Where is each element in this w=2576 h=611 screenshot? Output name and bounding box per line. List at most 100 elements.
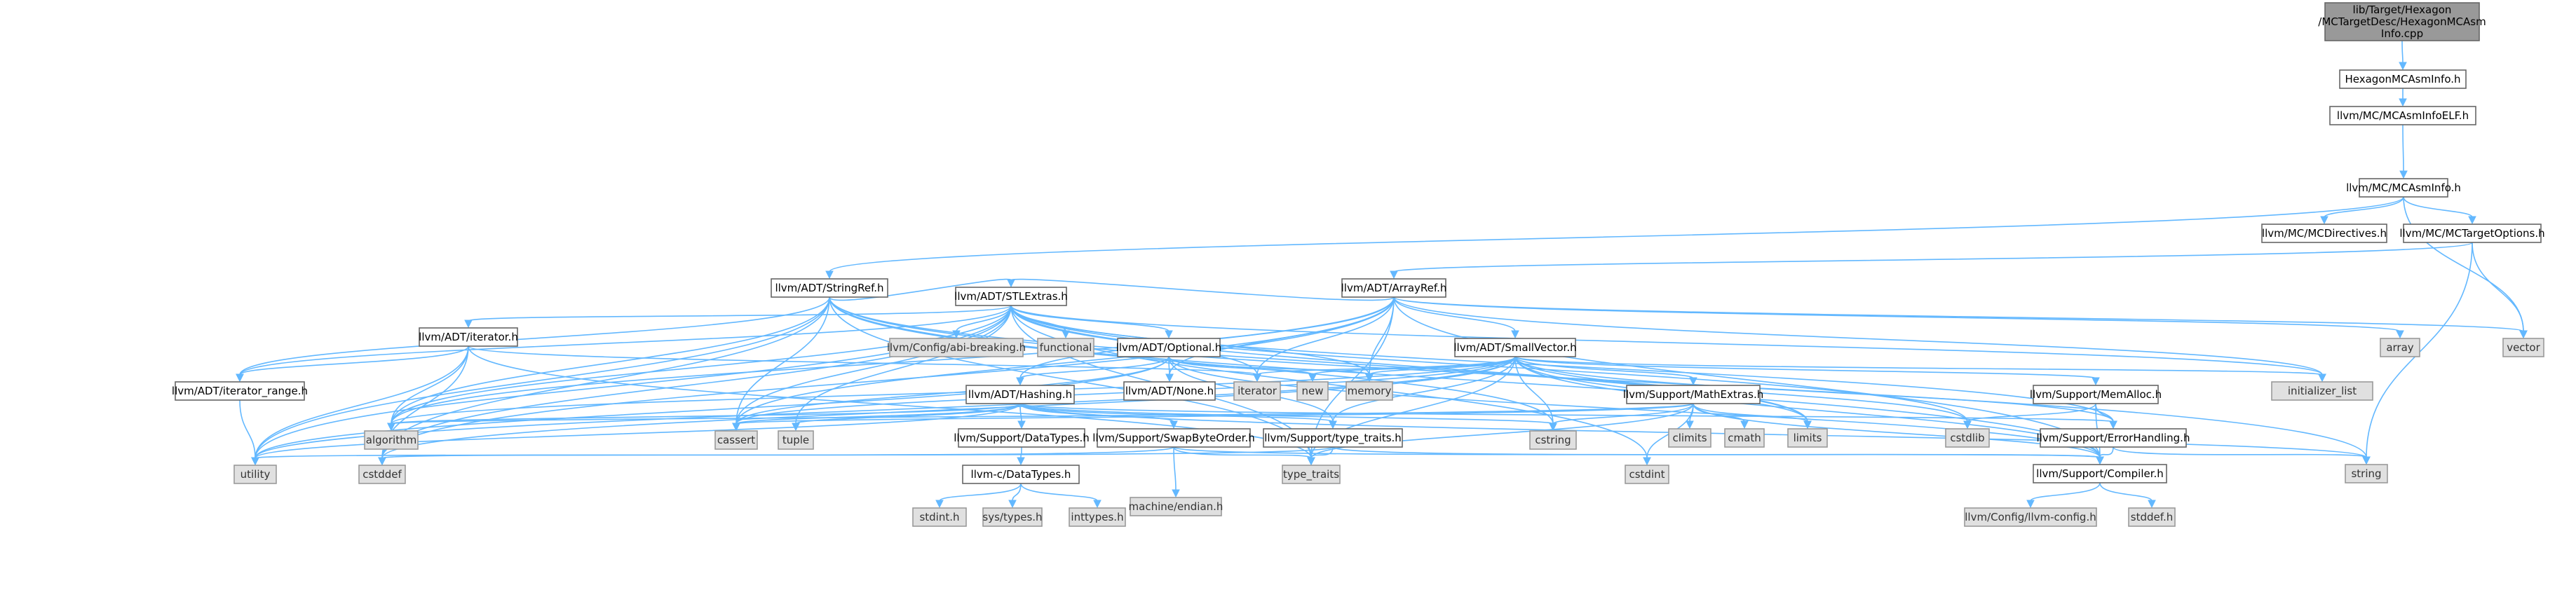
- edge-line: [391, 296, 830, 425]
- node-label: algorithm: [366, 434, 416, 446]
- node-typetraitsh[interactable]: llvm/Support/type_traits.h: [1263, 428, 1403, 448]
- node-box: [778, 430, 814, 450]
- node-label: llvm/ADT/STLExtras.h: [954, 290, 1068, 303]
- node-box: [958, 428, 1085, 448]
- node-mcdir[interactable]: llvm/MC/MCDirectives.h: [2261, 224, 2387, 243]
- node-memory: memory: [1345, 381, 1393, 401]
- edge-line: [1310, 446, 1334, 459]
- node-label: llvm-c/DataTypes.h: [971, 468, 1071, 481]
- edge-line: [391, 403, 1694, 425]
- edge-line: [468, 345, 1312, 459]
- node-iterrange[interactable]: llvm/ADT/iterator_range.h: [172, 381, 308, 401]
- node-box: [2324, 2, 2480, 41]
- node-stringref[interactable]: llvm/ADT/StringRef.h: [771, 278, 888, 298]
- edge-arrowhead: [2399, 170, 2408, 179]
- edge-arrowhead: [2468, 216, 2476, 225]
- edge-memalloc-to-errhandling: [2095, 403, 2117, 430]
- edge-line: [735, 403, 1694, 425]
- node-hexmcai[interactable]: HexagonMCAsmInfo.h: [2339, 69, 2467, 89]
- node-label: tuple: [782, 434, 809, 446]
- node-smallvec[interactable]: llvm/ADT/SmallVector.h: [1453, 338, 1577, 357]
- node-mcaielf[interactable]: llvm/MC/MCAsmInfoELF.h: [2329, 106, 2476, 125]
- node-box: [1964, 507, 2097, 527]
- edge-adtiter-to-algorithm: [387, 345, 469, 432]
- node-label: cassert: [717, 434, 755, 446]
- node-errhandling[interactable]: llvm/Support/ErrorHandling.h: [2037, 428, 2190, 448]
- node-string: string: [2345, 464, 2388, 483]
- node-label: vector: [2507, 341, 2540, 354]
- edge-line: [1020, 483, 1098, 502]
- edge-smallvec-to-new: [1308, 356, 1516, 383]
- node-mathextras[interactable]: llvm/Support/MathExtras.h: [1623, 385, 1763, 404]
- node-new: new: [1296, 381, 1329, 401]
- node-memalloc[interactable]: llvm/Support/MemAlloc.h: [2030, 385, 2162, 404]
- node-box: [2339, 69, 2467, 89]
- edge-arrowhead: [2096, 456, 2104, 465]
- edge-line: [1010, 305, 2323, 376]
- edge-line: [2324, 196, 2404, 218]
- edge-arrowhead: [1308, 373, 1317, 383]
- edge-cdatatypes-to-systypes: [1008, 483, 1022, 509]
- edge-stringref-to-iterrange: [236, 296, 830, 383]
- node-box: [2502, 338, 2544, 357]
- node-cdatatypes[interactable]: llvm-c/DataTypes.h: [962, 465, 1080, 484]
- edge-mcai-to-vector: [2403, 196, 2528, 339]
- edge-arrowhead: [2092, 377, 2100, 386]
- node-label: array: [2386, 341, 2413, 354]
- node-label: llvm/ADT/SmallVector.h: [1453, 341, 1576, 354]
- edge-arrayref-to-cassert: [732, 296, 1395, 432]
- graph-nodes: lib/Target/Hexagon/MCTargetDesc/HexagonM…: [172, 2, 2545, 527]
- node-datatypes[interactable]: llvm/Support/DataTypes.h: [954, 428, 1090, 448]
- edge-mathextras-to-algorithm: [387, 403, 1694, 432]
- edge-line: [1168, 356, 1313, 376]
- node-box: [364, 430, 419, 450]
- edge-line: [2402, 124, 2404, 172]
- edge-line: [735, 296, 1395, 425]
- node-label: llvm/ADT/iterator_range.h: [172, 385, 308, 398]
- edge-line: [1514, 356, 2096, 379]
- edge-memalloc-to-cstdlib: [1963, 403, 2096, 430]
- edge-line: [2113, 446, 2367, 458]
- edge-typetraitsh-to-compiler: [1332, 446, 2104, 465]
- node-arrayref[interactable]: llvm/ADT/ArrayRef.h: [1341, 278, 1447, 298]
- edge-line: [829, 296, 2101, 458]
- node-adtiter[interactable]: llvm/ADT/iterator.h: [419, 327, 518, 347]
- edge-arrowhead: [251, 457, 259, 466]
- node-label: llvm/ADT/None.h: [1125, 385, 1214, 397]
- edge-arrayref-to-smallvec: [1393, 296, 1519, 339]
- edge-line: [1393, 296, 2401, 332]
- node-box: [962, 465, 1080, 484]
- node-label: inttypes.h: [1071, 511, 1123, 523]
- node-box: [1123, 381, 1216, 401]
- edge-stlextras-to-optional: [1010, 305, 1173, 339]
- node-box: [358, 465, 406, 484]
- node-label: llvm/MC/MCTargetOptions.h: [2399, 227, 2544, 240]
- node-hashing[interactable]: llvm/ADT/Hashing.h: [965, 385, 1075, 404]
- edge-line: [939, 483, 1022, 502]
- edge-mcai-to-stringref: [825, 196, 2404, 280]
- edge-arrayref-to-array: [1393, 296, 2404, 339]
- node-mcai[interactable]: llvm/MC/MCAsmInfo.h: [2346, 178, 2461, 198]
- node-swapbyte[interactable]: llvm/Support/SwapByteOrder.h: [1092, 428, 1255, 448]
- node-label: llvm/Support/DataTypes.h: [954, 432, 1090, 444]
- node-label: llvm/Support/ErrorHandling.h: [2037, 432, 2190, 444]
- node-stlextras[interactable]: llvm/ADT/STLExtras.h: [954, 287, 1068, 306]
- node-box: [912, 507, 967, 527]
- node-optional[interactable]: llvm/ADT/Optional.h: [1116, 338, 1222, 357]
- edge-line: [1393, 296, 1516, 332]
- node-compiler[interactable]: llvm/Support/Compiler.h: [2033, 464, 2167, 483]
- node-mctopt[interactable]: llvm/MC/MCTargetOptions.h: [2399, 224, 2545, 243]
- edge-line: [381, 305, 1012, 459]
- node-climits: climits: [1668, 428, 1711, 448]
- edge-arrowhead: [1165, 373, 1174, 383]
- edge-arrowhead: [1007, 279, 1015, 288]
- node-nonehdr[interactable]: llvm/ADT/None.h: [1123, 381, 1216, 401]
- node-box: [2329, 106, 2476, 125]
- edge-arrowhead: [1016, 377, 1024, 386]
- edge-smallvec-to-memalloc: [1514, 356, 2100, 386]
- edge-arrowhead: [825, 270, 834, 280]
- node-box: [955, 287, 1067, 306]
- edge-arrowhead: [1329, 420, 1337, 430]
- edge-mathextras-to-limits: [1693, 403, 1812, 430]
- node-box: [1625, 465, 1669, 484]
